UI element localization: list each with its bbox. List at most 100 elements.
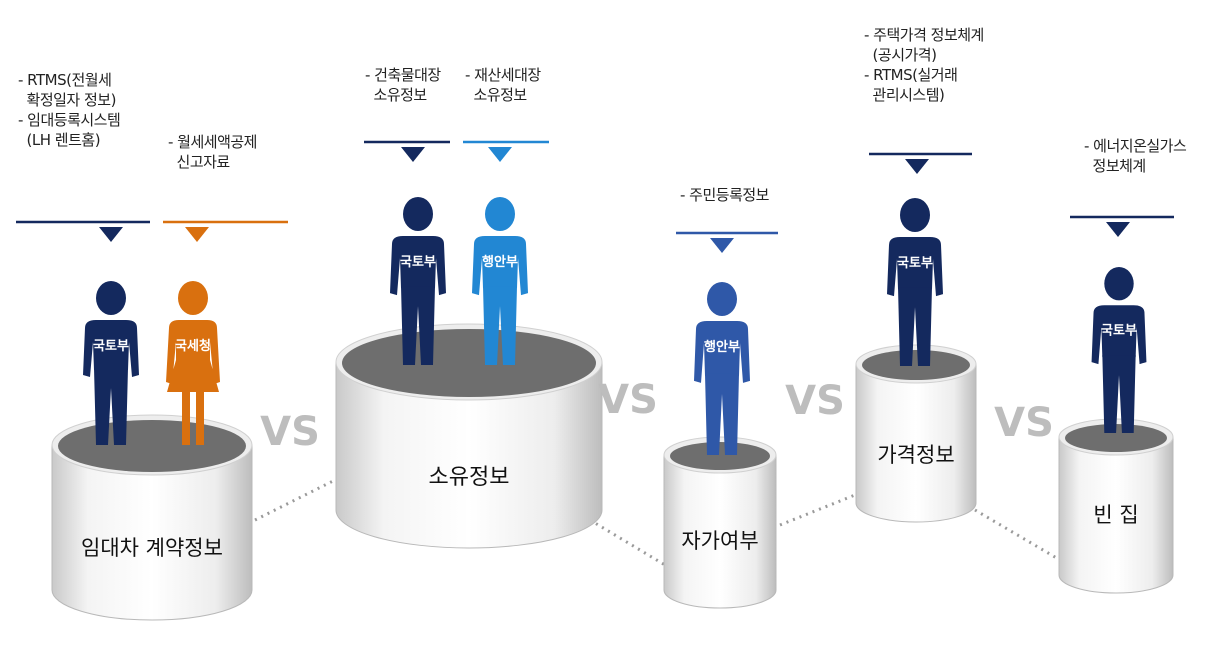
person-figure: 국토부 <box>1091 267 1147 433</box>
person-legs <box>401 286 435 365</box>
agency-label: 행안부 <box>482 254 518 270</box>
info-pointer <box>676 231 778 253</box>
person-body <box>166 320 220 393</box>
pedestal: 가격정보 <box>855 344 977 523</box>
info-pointer <box>16 220 150 242</box>
info-pointer <box>1070 215 1174 237</box>
info-note-line: 관리시스템) <box>864 86 945 104</box>
info-note-line: (공시가격) <box>864 46 937 64</box>
person-head <box>178 281 208 315</box>
info-pointer <box>364 140 450 162</box>
pedestal-label: 가격정보 <box>877 443 954 467</box>
person-figure: 행안부 <box>694 282 750 455</box>
info-pointer <box>163 220 288 242</box>
info-note-line: 신고자료 <box>168 153 231 171</box>
vs-label: VS <box>598 377 658 423</box>
pedestal-top <box>670 442 770 470</box>
info-pointer <box>463 140 549 162</box>
info-note: - 주택가격 정보체계 (공시가격) - RTMS(실거래 관리시스템) <box>864 25 984 105</box>
pedestal: 빈 집 <box>1058 418 1174 594</box>
pedestal-label: 자가여부 <box>681 529 758 553</box>
vs-label: VS <box>260 409 320 455</box>
person-body <box>1091 305 1147 365</box>
agency-label: 국토부 <box>400 255 436 270</box>
connector-line <box>254 478 336 522</box>
vs-label: VS <box>994 400 1054 446</box>
pedestal-top <box>342 329 596 397</box>
pointer-triangle <box>401 147 425 162</box>
pedestal-body <box>855 363 977 523</box>
info-note: - RTMS(전월세 확정일자 정보) - 임대등록시스템 (LH 렌트홈) <box>18 70 121 150</box>
pedestal-body <box>335 361 603 549</box>
person-legs <box>483 286 517 365</box>
person-figure: 국토부 <box>390 197 446 365</box>
pedestal-label: 임대차 계약정보 <box>81 536 223 560</box>
pedestal-label: 빈 집 <box>1093 503 1138 527</box>
connectors <box>254 478 1061 567</box>
person-head <box>900 198 930 232</box>
pedestal: 임대차 계약정보 <box>51 414 253 621</box>
agency-label: 행안부 <box>704 339 740 355</box>
person-leg <box>196 390 204 445</box>
pedestal-label: 소유정보 <box>429 465 510 490</box>
pedestal-top <box>862 350 970 380</box>
person-body <box>694 321 750 383</box>
info-note-line: 정보체계 <box>1084 157 1147 175</box>
info-note-line: - 월세세액공제 <box>168 133 257 151</box>
info-note-line: - 주택가격 정보체계 <box>864 26 984 44</box>
info-note: - 재산세대장 소유정보 <box>465 65 541 105</box>
info-note-line: - 주민등록정보 <box>680 186 769 204</box>
connector-line <box>589 518 666 567</box>
person-body <box>83 320 139 378</box>
info-note-line: - 재산세대장 <box>465 66 541 84</box>
pedestal-top <box>58 420 246 472</box>
pedestal: 소유정보 <box>335 323 603 549</box>
info-note-line: - 에너지온실가스 <box>1084 137 1187 155</box>
pointer-triangle <box>99 227 123 242</box>
info-note-line: - RTMS(전월세 <box>18 71 112 89</box>
person-head <box>707 282 737 316</box>
info-note: - 주민등록정보 <box>680 185 769 205</box>
info-note-line: (LH 렌트홈) <box>18 131 101 149</box>
person-body <box>887 237 943 297</box>
person-head <box>1104 267 1134 301</box>
info-note-line: - RTMS(실거래 <box>864 66 958 84</box>
info-note-line: 소유정보 <box>465 86 528 104</box>
info-note: - 건축물대장 소유정보 <box>365 65 441 105</box>
info-note-line: - 임대등록시스템 <box>18 111 121 129</box>
info-note-line: - 건축물대장 <box>365 66 441 84</box>
vs-label: VS <box>785 378 845 424</box>
pedestal-body <box>51 444 253 621</box>
info-note-line: 확정일자 정보) <box>18 91 117 109</box>
person-legs <box>94 368 128 445</box>
pedestal-body <box>663 454 777 609</box>
info-note: - 에너지온실가스 정보체계 <box>1084 136 1187 176</box>
agency-label: 국토부 <box>1101 324 1137 339</box>
person-legs <box>898 287 932 366</box>
agency-label: 국세청 <box>175 338 211 354</box>
person-head <box>96 281 126 315</box>
pedestal: 자가여부 <box>663 436 777 609</box>
person-figure: 국세청 <box>166 281 220 445</box>
pointer-triangle <box>185 227 209 242</box>
person-body <box>472 236 528 296</box>
person-legs <box>705 373 739 455</box>
info-note: - 월세세액공제 신고자료 <box>168 132 257 172</box>
connector-line <box>974 508 1061 562</box>
connector-line <box>779 493 856 527</box>
agency-label: 국토부 <box>93 339 129 354</box>
person-legs <box>1102 355 1136 433</box>
person-leg <box>182 390 190 445</box>
person-head <box>485 197 515 231</box>
person-figure: 행안부 <box>472 197 528 365</box>
pedestal-top <box>1065 424 1167 452</box>
pointer-triangle <box>905 159 929 174</box>
pedestal-body <box>1058 436 1174 594</box>
person-body <box>390 236 446 296</box>
agency-label: 국토부 <box>897 256 933 271</box>
pointer-triangle <box>1106 222 1130 237</box>
info-note-line: 소유정보 <box>365 86 428 104</box>
pointer-triangle <box>710 238 734 253</box>
